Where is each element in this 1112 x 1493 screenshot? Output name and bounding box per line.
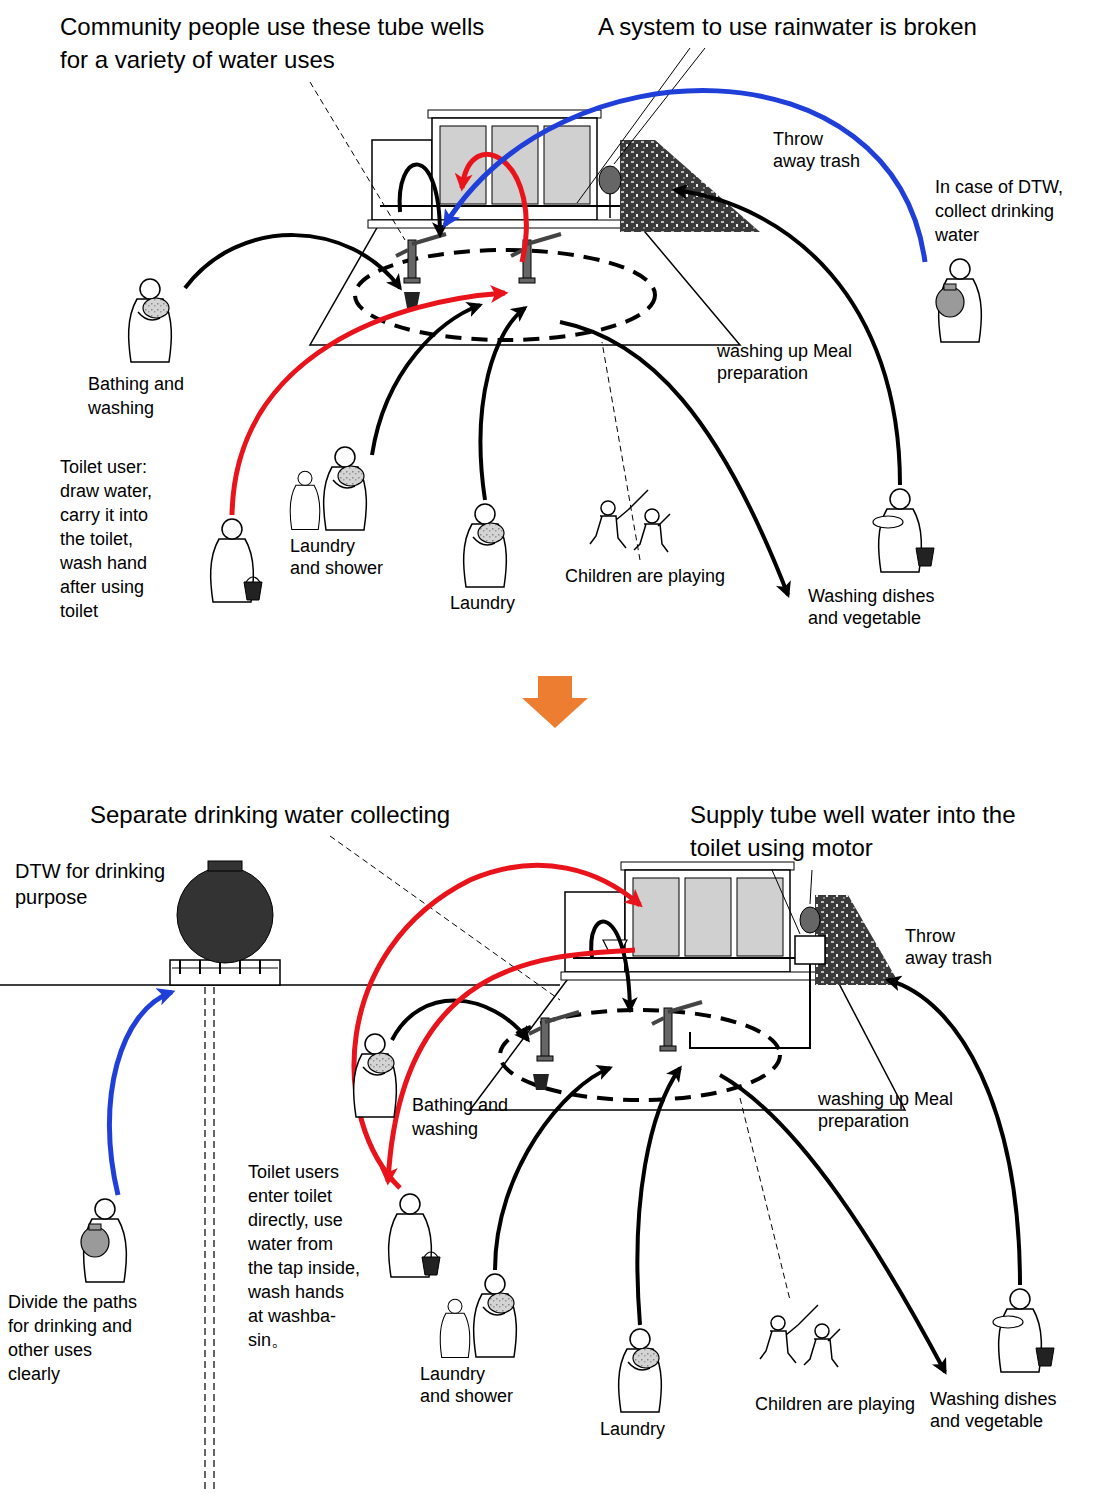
illustration-line: [310, 82, 405, 240]
illustration-use: [760, 1305, 840, 1367]
illustration-path: [400, 165, 440, 235]
diagram-label: Community people use these tube wells fo…: [60, 10, 505, 76]
illustration-use: [290, 471, 320, 529]
illustration-line: [172, 968, 278, 969]
illustration-use: [936, 259, 981, 342]
illustration-line: [609, 194, 611, 218]
illustration-path: [185, 235, 400, 288]
illustration-use: [474, 1274, 517, 1357]
illustration-ellipse: [800, 907, 820, 933]
illustration-use: [396, 234, 446, 283]
diagram-label: Washing dishes and vegetable: [808, 585, 958, 629]
illustration-use: [873, 489, 934, 572]
illustration-polygon: [815, 895, 900, 985]
illustration-path: [495, 1068, 610, 1270]
illustration-path: [372, 305, 480, 455]
illustration-rect: [170, 960, 280, 985]
illustration-ellipse: [177, 867, 273, 963]
diagram-label: Children are playing: [565, 565, 765, 587]
illustration-path: [560, 322, 788, 595]
illustration-path: [392, 1001, 528, 1040]
diagram-label: Separate drinking water collecting: [90, 798, 530, 831]
illustration-path: [591, 922, 630, 1010]
illustration-use: [389, 1194, 440, 1277]
illustration-use: [440, 1299, 470, 1357]
illustration-path: [354, 865, 640, 1188]
illustration-path: [637, 1068, 680, 1325]
illustration-line: [330, 836, 560, 1000]
illustration-line: [810, 870, 812, 904]
illustration-line: [577, 48, 690, 203]
illustration-use: [652, 1002, 702, 1051]
illustration-path: [388, 950, 635, 1182]
illustration-use: [211, 519, 262, 602]
illustration-use: [464, 504, 507, 587]
illustration-line: [772, 870, 800, 934]
illustration-line: [213, 987, 214, 1490]
diagram-label: washing up Meal preparation: [818, 1088, 968, 1132]
illustration-line: [614, 48, 705, 164]
diagram-label: Throw away trash: [905, 925, 1000, 969]
diagram-label: Divide the paths for drinking and other …: [8, 1290, 143, 1386]
transition-arrow: [522, 676, 588, 728]
diagram-label: Laundry: [450, 592, 550, 614]
diagram-label: washing up Meal preparation: [717, 340, 867, 384]
illustration-use: [619, 1329, 662, 1412]
illustration-ellipse: [599, 166, 621, 194]
illustration-line: [204, 987, 205, 1490]
illustration-path: [481, 308, 525, 500]
illustration-rect: [208, 861, 242, 871]
illustration-rect: [795, 936, 825, 964]
diagram-label: Laundry and shower: [420, 1363, 515, 1407]
illustration-use: [511, 234, 561, 283]
illustration-use: [81, 1199, 126, 1282]
illustration-path: [888, 980, 1020, 1285]
illustration-path: [445, 91, 925, 262]
bottom-scene: [0, 836, 1054, 1490]
diagram-label: Bathing and washing: [412, 1093, 522, 1141]
diagram-label: Supply tube well water into the toilet u…: [690, 798, 1045, 864]
diagram-label: Laundry and shower: [290, 535, 385, 579]
diagram-label: Throw away trash: [773, 128, 868, 172]
illustration-use: [529, 1012, 579, 1061]
illustration-use: [590, 490, 670, 552]
diagram-label: Laundry: [600, 1418, 700, 1440]
diagram-label: DTW for drinking purpose: [15, 858, 175, 910]
diagram-label: A system to use rainwater is broken: [598, 10, 1068, 43]
diagram-label: Toilet user: draw water, carry it into t…: [60, 455, 174, 623]
illustration-use: [354, 1034, 397, 1117]
illustration-path: [462, 154, 526, 262]
illustration-path: [675, 190, 900, 485]
illustration-use: [993, 1289, 1054, 1372]
illustration-use: [129, 279, 172, 362]
diagram-label: Washing dishes and vegetable: [930, 1388, 1080, 1432]
illustration-path: [232, 293, 505, 515]
diagram-label: Children are playing: [755, 1393, 955, 1415]
diagram-label: In case of DTW, collect drinking water: [935, 175, 1085, 247]
diagram-label: Bathing and washing: [88, 372, 198, 420]
illustration-path: [533, 1074, 549, 1090]
illustration-line: [602, 342, 640, 560]
top-scene: [129, 48, 982, 602]
illustration-polygon: [620, 140, 760, 232]
illustration-path: [109, 992, 172, 1195]
illustration-use: [324, 447, 367, 530]
diagram-label: Toilet users enter toilet directly, use …: [248, 1160, 362, 1352]
illustration-path: [690, 964, 810, 1048]
